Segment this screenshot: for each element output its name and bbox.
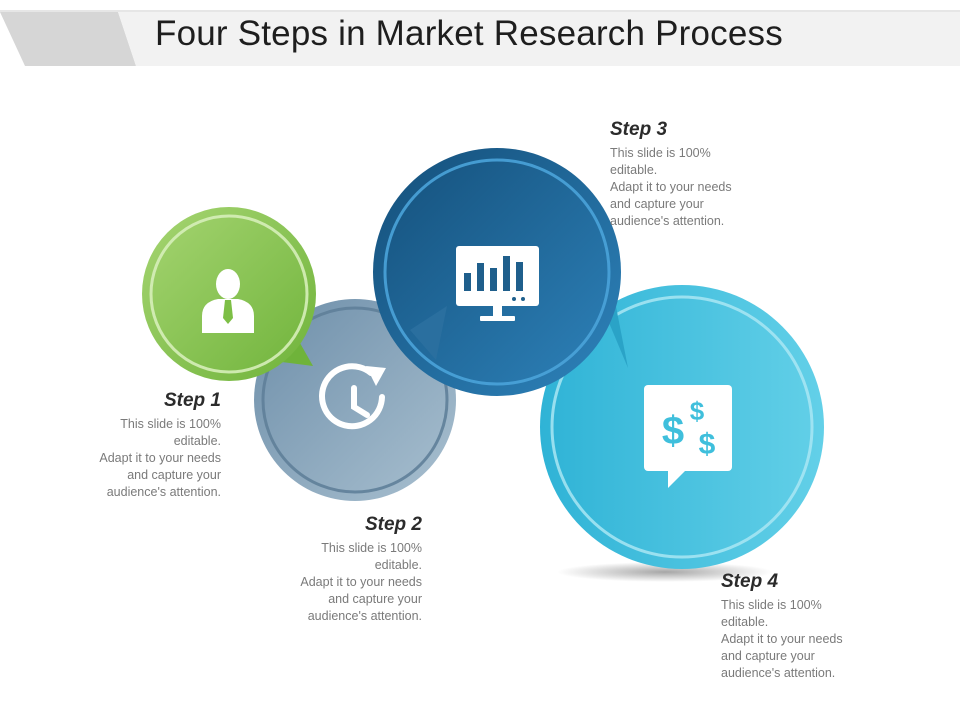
step-3-heading: Step 3 bbox=[610, 119, 668, 140]
step-2-heading: Step 2 bbox=[364, 514, 422, 535]
monitor-chart-icon bbox=[456, 246, 539, 321]
step-1-heading: Step 1 bbox=[163, 390, 221, 411]
step-1-label: Step 1 This slide is 100% editable. Adap… bbox=[60, 390, 221, 501]
step-4-heading: Step 4 bbox=[721, 571, 779, 592]
step-4-label: Step 4 This slide is 100% editable. Adap… bbox=[721, 571, 891, 682]
step-3-text: This slide is 100% editable. Adapt it to… bbox=[610, 146, 732, 228]
step-4-text: This slide is 100% editable. Adapt it to… bbox=[721, 598, 843, 680]
businessman-icon bbox=[202, 269, 254, 333]
page-title: Four Steps in Market Research Process bbox=[155, 14, 783, 53]
money-bubble-icon: $ $ $ bbox=[644, 385, 732, 488]
step-3-label: Step 3 This slide is 100% editable. Adap… bbox=[610, 119, 780, 230]
step-2-label: Step 2 This slide is 100% editable. Adap… bbox=[262, 514, 422, 625]
title-banner bbox=[0, 10, 960, 66]
svg-text:$: $ bbox=[662, 409, 684, 453]
svg-text:$: $ bbox=[690, 396, 705, 426]
step-2-text: This slide is 100% editable. Adapt it to… bbox=[300, 541, 422, 623]
step-1-text: This slide is 100% editable. Adapt it to… bbox=[99, 417, 221, 499]
svg-text:$: $ bbox=[699, 428, 716, 461]
clock-refresh-icon bbox=[319, 363, 386, 430]
